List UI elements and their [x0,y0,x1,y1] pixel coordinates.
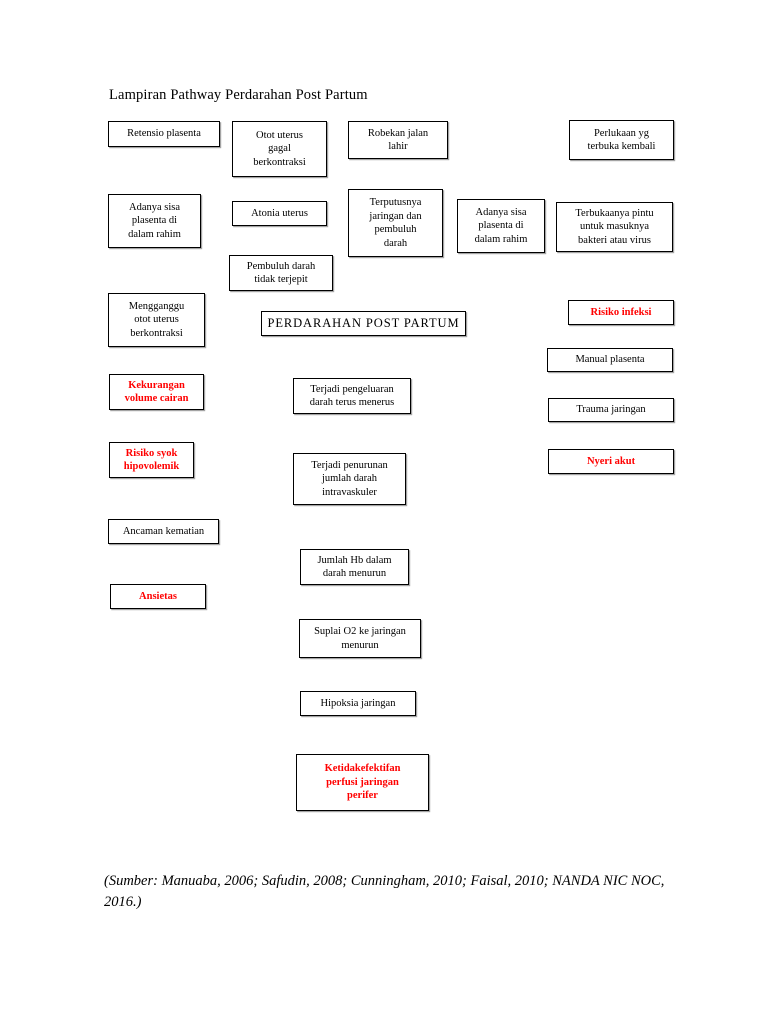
node-manual-plasenta[interactable]: Manual plasenta [547,348,673,372]
node-adanya-sisa-plasenta-dalam-rahim-kiri[interactable]: Adanya sisa plasenta di dalam rahim [108,194,201,248]
node-label: Risiko infeksi [590,306,652,318]
node-label: Manual plasenta [575,354,645,366]
node-robekan-jalan-lahir[interactable]: Robekan jalan lahir [348,121,448,159]
node-terjadi-penurunan-jumlah-darah-intravaskuler[interactable]: Terjadi penurunan jumlah darah intravask… [293,453,406,505]
node-perlukaan-yg-terbuka-kembali[interactable]: Perlukaan yg terbuka kembali [569,120,674,160]
node-label: Terputusnya jaringan dan pembuluh darah [369,197,422,249]
node-label: Ansietas [139,590,177,602]
node-label: Kekurangan volume cairan [124,379,189,405]
node-label: Atonia uterus [251,207,308,219]
node-label: Risiko syok hipovolemik [123,447,180,473]
node-label: Hipoksia jaringan [320,697,396,709]
node-ansietas[interactable]: Ansietas [110,584,206,609]
node-label: Trauma jaringan [576,404,646,416]
node-ancaman-kematian[interactable]: Ancaman kematian [108,519,219,544]
node-label: Terjadi pengeluaran darah terus menerus [309,383,395,409]
node-nyeri-akut[interactable]: Nyeri akut [548,449,674,474]
node-jumlah-hb-dalam-darah-menurun[interactable]: Jumlah Hb dalam darah menurun [300,549,409,585]
node-hipoksia-jaringan[interactable]: Hipoksia jaringan [300,691,416,716]
node-label: Ancaman kematian [122,525,205,537]
node-label: Jumlah Hb dalam darah menurun [317,554,392,580]
node-adanya-sisa-plasenta-dalam-rahim-kanan[interactable]: Adanya sisa plasenta di dalam rahim [457,199,545,253]
node-retensio-plasenta[interactable]: Retensio plasenta [108,121,220,147]
node-label: Terbukaanya pintu untuk masuknya bakteri… [575,207,654,246]
node-kekurangan-volume-cairan[interactable]: Kekurangan volume cairan [109,374,204,410]
node-label: Otot uterus gagal berkontraksi [253,129,306,168]
node-mengganggu-otot-uterus-berkontraksi[interactable]: Mengganggu otot uterus berkontraksi [108,293,205,347]
node-label: Pembuluh darah tidak terjepit [246,260,316,286]
node-label: Suplai O2 ke jaringan menurun [314,626,406,651]
node-trauma-jaringan[interactable]: Trauma jaringan [548,398,674,422]
node-perdarahan-post-partum[interactable]: PERDARAHAN POST PARTUM [261,311,466,336]
node-label: PERDARAHAN POST PARTUM [267,315,460,330]
node-terjadi-pengeluaran-darah-terus-menerus[interactable]: Terjadi pengeluaran darah terus menerus [293,378,411,414]
node-label: Nyeri akut [586,455,636,467]
node-label: Adanya sisa plasenta di dalam rahim [128,201,181,240]
node-label: Retensio plasenta [127,128,201,140]
page-title: Lampiran Pathway Perdarahan Post Partum [109,87,368,103]
node-ketidakefektifan-perfusi-jaringan-perifer[interactable]: Ketidakefektifan perfusi jaringan perife… [296,754,429,811]
node-risiko-infeksi[interactable]: Risiko infeksi [568,300,674,325]
node-pembuluh-darah-tidak-terjepit[interactable]: Pembuluh darah tidak terjepit [229,255,333,291]
node-label: Perlukaan yg terbuka kembali [587,127,656,153]
node-atonia-uterus[interactable]: Atonia uterus [232,201,327,226]
node-terbukaanya-pintu-bakteri-virus[interactable]: Terbukaanya pintu untuk masuknya bakteri… [556,202,673,252]
node-label: Mengganggu otot uterus berkontraksi [128,300,185,339]
source-citation: (Sumber: Manuaba, 2006; Safudin, 2008; C… [104,873,665,910]
node-label: Adanya sisa plasenta di dalam rahim [474,206,528,245]
node-label: Ketidakefektifan perfusi jaringan perife… [324,763,401,802]
node-risiko-syok-hipovolemik[interactable]: Risiko syok hipovolemik [109,442,194,478]
node-label: Robekan jalan lahir [367,127,429,153]
node-otot-uterus-gagal-berkontraksi[interactable]: Otot uterus gagal berkontraksi [232,121,327,177]
node-suplai-o2-ke-jaringan-menurun[interactable]: Suplai O2 ke jaringan menurun [299,619,421,658]
node-terputusnya-jaringan-pembuluh-darah[interactable]: Terputusnya jaringan dan pembuluh darah [348,189,443,257]
node-label: Terjadi penurunan jumlah darah intravask… [311,459,388,498]
